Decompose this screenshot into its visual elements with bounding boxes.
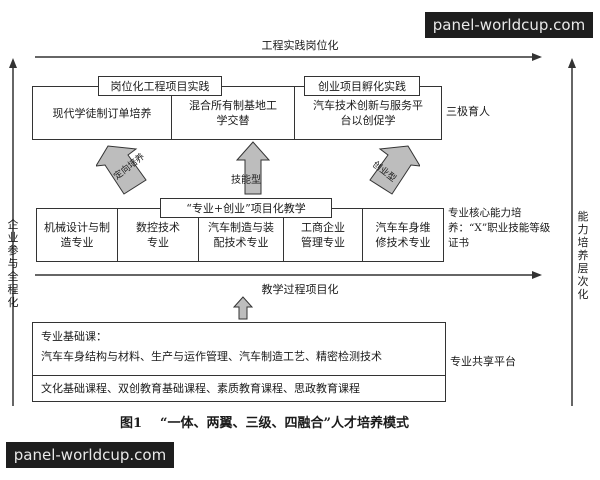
three-level-label: 三极育人	[446, 105, 490, 118]
foundation-title: 专业基础课：	[41, 330, 107, 343]
arrow-label-skill: 技能型	[231, 175, 261, 186]
major-2: 数控技术专业	[136, 221, 180, 249]
watermark-top: panel-worldcup.com	[425, 12, 593, 38]
major-5: 汽车车身维修技术专业	[375, 221, 431, 249]
major-4: 工商企业管理专业	[301, 221, 345, 249]
right-side-label: 能力培养层次化	[577, 210, 589, 301]
practice-tag-2: 创业项目孵化实践	[304, 76, 420, 96]
arrow-directional	[96, 145, 147, 195]
practice-tag-1: 岗位化工程项目实践	[98, 76, 222, 96]
foundation-box: 专业基础课： 汽车车身结构与材料、生产与运作管理、汽车制造工艺、精密检测技术 文…	[32, 322, 446, 402]
practice-cell-2: 混合所有制基地工学交替	[189, 99, 277, 127]
practice-cell-3: 汽车技术创新与服务平台以创促学	[313, 99, 423, 127]
arrow-startup	[369, 145, 420, 195]
process-arrow	[35, 271, 542, 279]
caption-text: “一体、两翼、三级、四融合”人才培养模式	[160, 416, 409, 431]
core-ability-label: 专业核心能力培养：“X”职业技能等级证书	[448, 207, 551, 249]
shared-platform-label: 专业共享平台	[450, 355, 516, 368]
major-1: 机械设计与制造专业	[44, 221, 110, 249]
practice-heading: 工程实践岗位化	[261, 39, 339, 52]
majors-box: 机械设计与制造专业 数控技术专业 汽车制造与装配技术专业 工商企业管理专业 汽车…	[36, 208, 444, 262]
foundation-courses: 汽车车身结构与材料、生产与运作管理、汽车制造工艺、精密检测技术	[41, 350, 382, 363]
process-label: 教学过程项目化	[261, 283, 339, 296]
practice-cell-1: 现代学徒制订单培养	[52, 106, 152, 120]
left-arrow	[9, 58, 17, 406]
top-arrow	[35, 53, 542, 61]
general-courses: 文化基础课程、双创教育基础课程、素质教育课程、思政教育课程	[41, 382, 360, 395]
watermark-bottom: panel-worldcup.com	[6, 442, 174, 468]
arrow-skill	[236, 141, 270, 195]
major-3: 汽车制造与装配技术专业	[208, 221, 274, 249]
left-side-label: 企业参与全程化	[7, 218, 19, 309]
right-arrow	[568, 58, 576, 406]
teaching-tag: “专业+创业”项目化教学	[160, 198, 332, 218]
up-arrow-small	[233, 296, 253, 320]
caption-number: 图1	[120, 416, 143, 431]
